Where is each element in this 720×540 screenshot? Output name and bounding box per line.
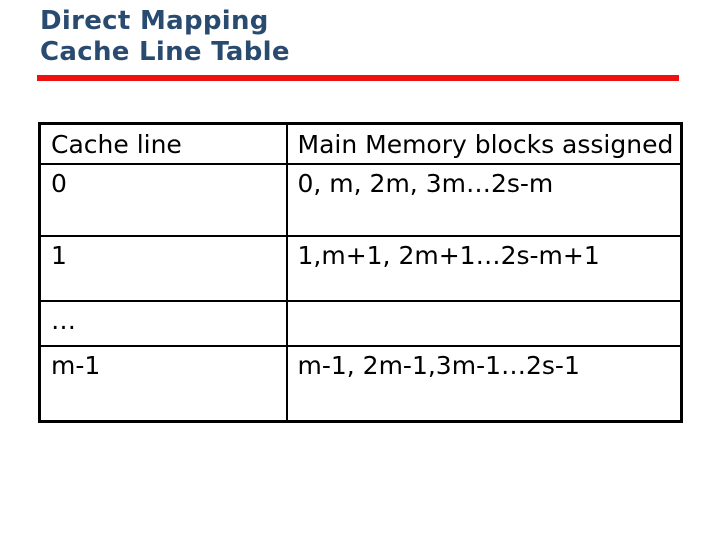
column-header-cache-line: Cache line	[38, 122, 288, 165]
cell-cache-line-ellipsis: …	[38, 300, 288, 347]
table-row-0: 0 0, m, 2m, 3m…2s-m	[38, 163, 683, 237]
title-line-2: Cache Line Table	[40, 37, 290, 67]
title-line-1: Direct Mapping	[40, 6, 269, 36]
slide-title: Direct Mapping Cache Line Table	[40, 6, 290, 68]
title-underline-rule	[37, 75, 679, 81]
table-row-ellipsis: …	[38, 300, 683, 347]
cell-blocks-m-1: m-1, 2m-1,3m-1…2s-1	[285, 345, 683, 423]
cell-blocks-ellipsis	[285, 300, 683, 347]
cache-line-table: Cache line Main Memory blocks assigned 0…	[38, 122, 683, 423]
cell-blocks-0: 0, m, 2m, 3m…2s-m	[285, 163, 683, 237]
cell-cache-line-1: 1	[38, 235, 288, 302]
cell-cache-line-m-1: m-1	[38, 345, 288, 423]
table-row-1: 1 1,m+1, 2m+1…2s-m+1	[38, 235, 683, 302]
table-header-row: Cache line Main Memory blocks assigned	[38, 122, 683, 165]
table-row-m-1: m-1 m-1, 2m-1,3m-1…2s-1	[38, 345, 683, 423]
column-header-main-memory-blocks: Main Memory blocks assigned	[285, 122, 683, 165]
cell-blocks-1: 1,m+1, 2m+1…2s-m+1	[285, 235, 683, 302]
cell-cache-line-0: 0	[38, 163, 288, 237]
